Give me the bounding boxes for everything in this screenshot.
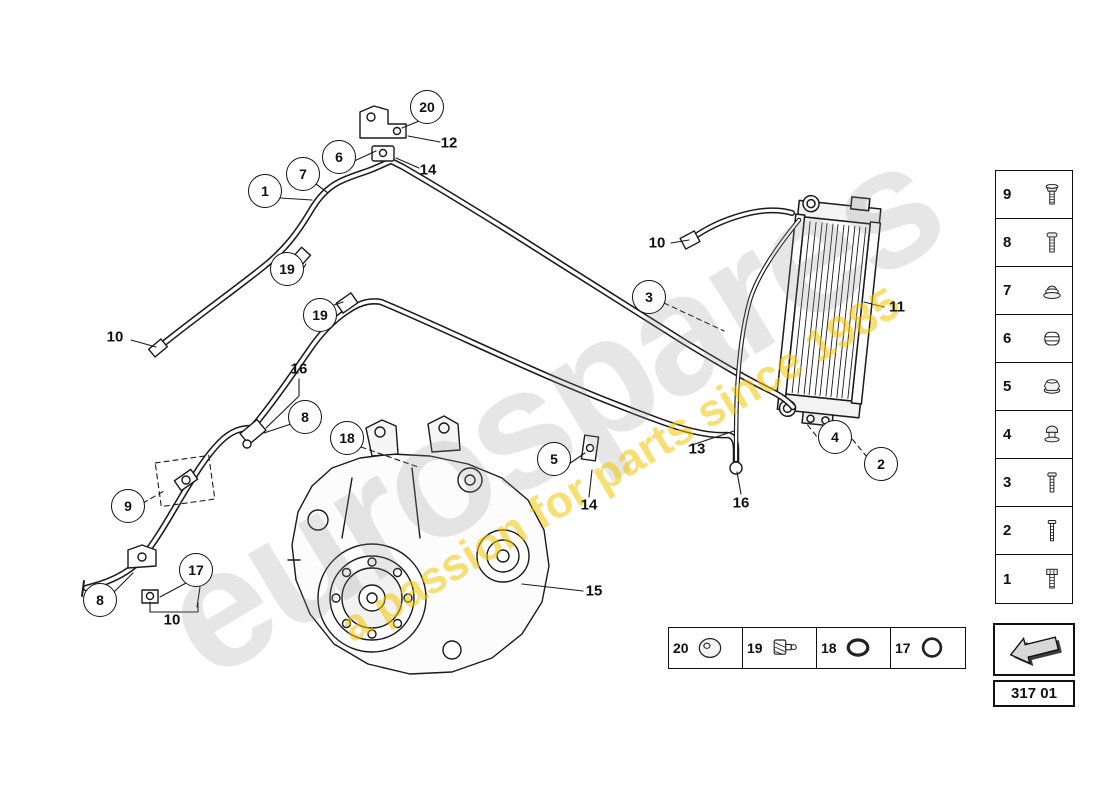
fastener-legend: 9 8 7	[995, 170, 1073, 604]
legend-part-number: 18	[821, 640, 837, 656]
callout-9[interactable]: 9	[111, 489, 145, 523]
part-label-10-topright[interactable]: 10	[648, 234, 666, 252]
gearbox-drawing	[287, 415, 550, 675]
oil-cooler-drawing	[776, 194, 882, 427]
legend-part-number: 7	[1003, 282, 1012, 299]
washer-icon	[698, 638, 721, 658]
legend-row-2[interactable]: 2	[996, 507, 1072, 555]
part-label-16-right[interactable]: 16	[732, 494, 750, 512]
flange-bolt-icon	[1045, 183, 1059, 204]
hose-lines	[81, 157, 802, 597]
leader-lines	[112, 118, 885, 613]
legend-row-4[interactable]: 4	[996, 411, 1072, 459]
legend-cell-20[interactable]: 20	[669, 628, 743, 668]
part-label-11[interactable]: 11	[889, 298, 905, 316]
callout-2[interactable]: 2	[864, 447, 898, 481]
callout-17[interactable]: 17	[179, 553, 213, 587]
legend-part-number: 1	[1003, 570, 1012, 588]
callout-4[interactable]: 4	[818, 420, 852, 454]
sealing-ring-icon	[921, 637, 942, 658]
bushing-icon	[1044, 331, 1060, 346]
legend-part-number: 5	[1003, 378, 1012, 395]
callout-6[interactable]: 6	[322, 140, 356, 174]
part-label-13[interactable]: 13	[688, 440, 706, 458]
callout-3[interactable]: 3	[632, 280, 666, 314]
part-label-12[interactable]: 12	[440, 134, 458, 152]
legend-row-9[interactable]: 9	[996, 171, 1072, 219]
legend-row-8[interactable]: 8	[996, 219, 1072, 267]
legend-row-3[interactable]: 3	[996, 459, 1072, 507]
callout-8-b[interactable]: 8	[83, 583, 117, 617]
o-ring-icon	[846, 638, 869, 657]
legend-row-5[interactable]: 5	[996, 363, 1072, 411]
legend-part-number: 2	[1003, 522, 1012, 539]
rubber-plug-icon	[1044, 425, 1060, 442]
legend-part-number: 6	[1003, 330, 1012, 347]
grommet-icon	[1043, 285, 1061, 299]
legend-part-number: 8	[1003, 234, 1012, 251]
callout-8-a[interactable]: 8	[288, 400, 322, 434]
legend-part-number: 20	[673, 640, 689, 656]
callout-1[interactable]: 1	[248, 174, 282, 208]
part-label-10-left[interactable]: 10	[106, 328, 124, 346]
legend-cell-18[interactable]: 18	[817, 628, 891, 668]
hex-bolt-icon	[1046, 568, 1058, 589]
legend-cell-17[interactable]: 17	[891, 628, 965, 668]
legend-part-number: 4	[1003, 426, 1012, 443]
pan-head-screw-icon	[1046, 231, 1058, 252]
callout-7[interactable]: 7	[286, 157, 320, 191]
callout-5[interactable]: 5	[537, 442, 571, 476]
part-label-16-left[interactable]: 16	[290, 360, 308, 378]
legend-part-number: 19	[747, 640, 763, 656]
legend-part-number: 17	[895, 640, 911, 656]
callout-19-a[interactable]: 19	[270, 252, 304, 286]
legend-row-1[interactable]: 1	[996, 555, 1072, 603]
part-label-10-bottom[interactable]: 10	[163, 611, 181, 629]
dashed-leader-lines	[142, 302, 868, 508]
callout-19-b[interactable]: 19	[303, 298, 337, 332]
nav-arrow-box[interactable]	[993, 623, 1075, 676]
legend-part-number: 9	[1003, 186, 1012, 203]
seal-legend: 20 19 18 17	[668, 627, 966, 669]
screw-icon	[1047, 471, 1057, 492]
callout-18[interactable]: 18	[330, 421, 364, 455]
stud-bolt-icon	[1047, 519, 1057, 541]
flange-nut-icon	[1043, 378, 1061, 394]
legend-row-6[interactable]: 6	[996, 315, 1072, 363]
part-label-14-top[interactable]: 14	[419, 161, 437, 179]
diagram-code: 317 01	[993, 680, 1075, 707]
part-label-14-mid[interactable]: 14	[580, 496, 598, 514]
part-label-15[interactable]: 15	[585, 582, 603, 600]
legend-part-number: 3	[1003, 474, 1012, 491]
legend-row-7[interactable]: 7	[996, 267, 1072, 315]
callout-20[interactable]: 20	[410, 90, 444, 124]
breather-fitting-icon	[773, 639, 797, 655]
direction-arrow-icon	[1009, 635, 1062, 666]
legend-cell-19[interactable]: 19	[743, 628, 817, 668]
